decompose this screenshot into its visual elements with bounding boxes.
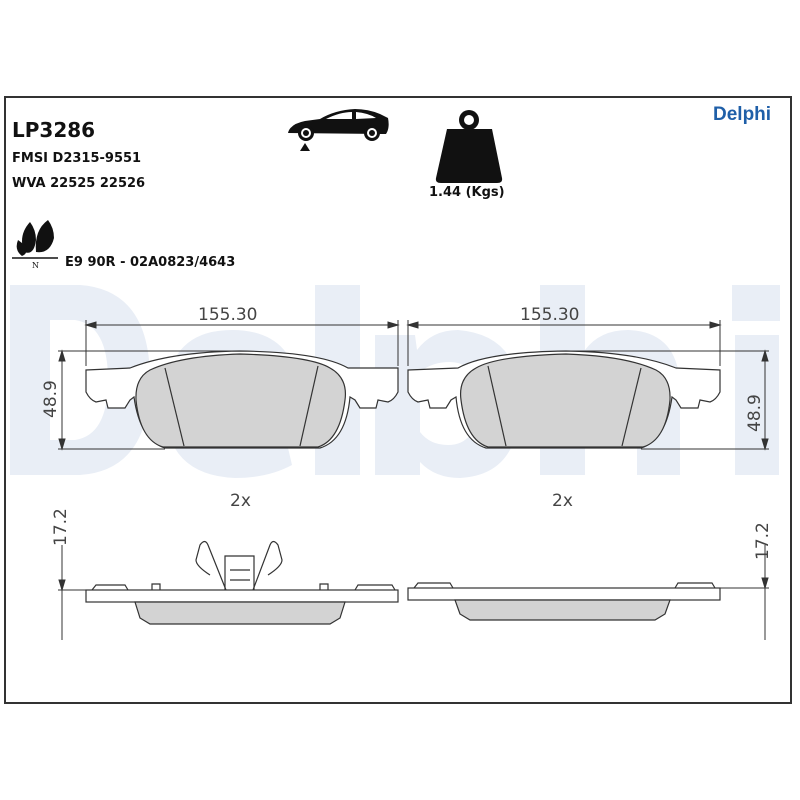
wva-code: WVA 22525 22526 (12, 176, 146, 191)
approval-code: E9 90R - 02A0823/4643 (65, 255, 236, 270)
eco-label: N (32, 261, 39, 270)
left-pad-dimensions (58, 320, 400, 451)
right-pad-dimensions (406, 320, 769, 451)
left-height-label: 48.9 (41, 380, 61, 418)
right-height-label: 48.9 (745, 394, 765, 432)
right-pad-side-view (407, 582, 721, 621)
leaf-eco-icon: N (12, 220, 58, 270)
weight-icon (435, 110, 503, 183)
left-quantity-label: 2x (230, 491, 251, 511)
right-quantity-label: 2x (552, 491, 573, 511)
car-front-axle-icon (288, 109, 389, 151)
right-thickness-label: 17.2 (753, 522, 773, 560)
weight-value: 1.44 (Kgs) (429, 185, 505, 200)
brand-logo: Delphi (713, 104, 772, 125)
left-thickness-label: 17.2 (51, 508, 71, 546)
left-pad-front-view (85, 350, 399, 449)
right-thickness-dimension (720, 545, 769, 640)
right-pad-front-view (407, 350, 721, 449)
left-pad-side-view (85, 540, 399, 625)
left-width-label: 155.30 (198, 305, 257, 325)
fmsi-code: FMSI D2315-9551 (12, 151, 142, 166)
right-width-label: 155.30 (520, 305, 579, 325)
drawing-frame (4, 96, 792, 704)
part-number: LP3286 (12, 118, 96, 142)
left-thickness-dimension (58, 545, 86, 640)
